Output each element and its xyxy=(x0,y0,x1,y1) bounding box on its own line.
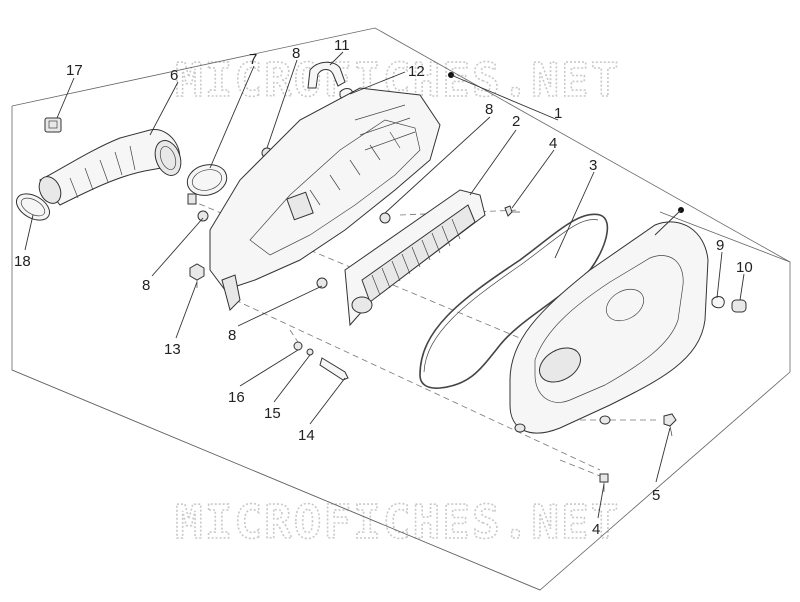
leader-18 xyxy=(24,214,34,251)
part-7-hose-clamp xyxy=(186,164,228,205)
callout-4b: 4 xyxy=(592,521,600,538)
watermark-bottom: MICROFICHES.NET xyxy=(175,495,620,549)
leader-8d xyxy=(237,285,323,327)
leader-13 xyxy=(175,281,198,339)
part-4-screw-lower xyxy=(599,473,609,492)
callout-2: 2 xyxy=(512,113,520,130)
part-8-grommet-d xyxy=(316,277,328,289)
leader-4a xyxy=(511,149,555,209)
part-2-filter-element xyxy=(344,189,486,327)
part-5-screw xyxy=(663,413,677,437)
frame-bottom-edge xyxy=(11,369,541,591)
leader-2 xyxy=(469,129,517,196)
leader-7 xyxy=(209,65,255,169)
part-14-bolt xyxy=(319,357,349,381)
leader-8c xyxy=(151,217,204,277)
callout-7: 7 xyxy=(249,51,257,68)
part-3-gasket xyxy=(419,213,609,389)
callout-18: 18 xyxy=(14,253,31,270)
callout-17: 17 xyxy=(66,62,83,79)
callout-9: 9 xyxy=(716,237,724,254)
leader-10 xyxy=(739,273,745,301)
axis-line-upper xyxy=(189,199,621,381)
leader-17 xyxy=(56,77,75,119)
callout-6: 6 xyxy=(170,67,178,84)
leader-9 xyxy=(716,251,723,299)
part-8-grommet-c xyxy=(379,212,391,224)
air-box-housing xyxy=(209,87,441,311)
callout-5: 5 xyxy=(652,487,660,504)
part-6-intake-duct xyxy=(38,129,182,206)
part-11-breather-hose xyxy=(307,61,346,89)
part-15-washer xyxy=(306,348,314,356)
axis-line-screw-4 xyxy=(559,459,606,479)
frame-right-edge xyxy=(659,211,791,263)
part-9-clip xyxy=(711,296,725,309)
part-18-clamp xyxy=(15,193,51,221)
callout-15: 15 xyxy=(264,405,281,422)
leader-6 xyxy=(149,81,179,136)
part-13-screw xyxy=(189,263,205,288)
callout-16: 16 xyxy=(228,389,245,406)
leader-4b xyxy=(597,483,605,519)
callout-8a: 8 xyxy=(292,45,300,62)
callout-10: 10 xyxy=(736,259,753,276)
callout-8c: 8 xyxy=(142,277,150,294)
leader-12 xyxy=(349,71,406,95)
leader-1 xyxy=(450,74,559,121)
part-16-washer xyxy=(293,341,303,351)
callout-14: 14 xyxy=(298,427,315,444)
part-1-cover xyxy=(509,221,709,434)
part-4-screw-upper xyxy=(504,205,520,217)
callout-12: 12 xyxy=(408,63,425,80)
leader-15 xyxy=(273,354,311,403)
callout-3: 3 xyxy=(589,157,597,174)
leader-dot-right xyxy=(654,209,682,236)
leader-8a xyxy=(266,59,298,149)
leader-11 xyxy=(329,51,344,66)
callout-1: 1 xyxy=(554,105,562,122)
leader-14 xyxy=(309,377,346,425)
callout-8b: 8 xyxy=(485,101,493,118)
leader-5 xyxy=(655,427,671,483)
part-10-cap xyxy=(731,299,747,313)
callout-4a: 4 xyxy=(549,135,557,152)
callout-8d: 8 xyxy=(228,327,236,344)
callout-11: 11 xyxy=(334,37,350,54)
leader-16 xyxy=(239,349,299,387)
leader-3 xyxy=(554,171,595,259)
leader-8b xyxy=(384,116,491,214)
part-8-grommet-b xyxy=(197,210,209,222)
axis-line-lower xyxy=(234,299,601,471)
part-17-clip xyxy=(44,117,62,133)
callout-13: 13 xyxy=(164,341,181,358)
